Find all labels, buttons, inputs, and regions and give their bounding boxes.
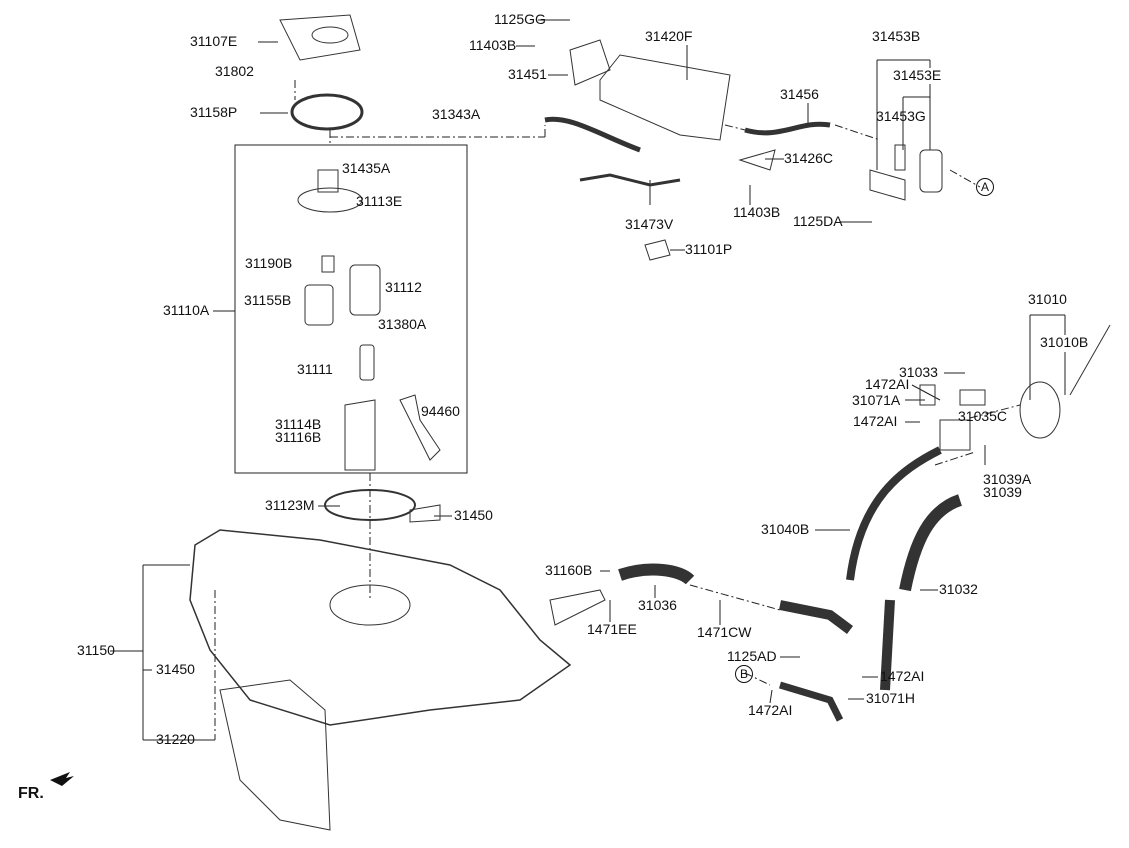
part-label-31380A: 31380A	[378, 316, 427, 332]
part-shapes	[189, 14, 1111, 831]
part-label-31114B: 31114B	[275, 416, 322, 432]
part-label-31035C: 31035C	[958, 408, 1008, 424]
leader-lines	[110, 19, 1066, 741]
part-label-94460: 94460	[421, 403, 460, 419]
part-label-1125DA: 1125DA	[793, 213, 843, 229]
part-label-31036: 31036	[638, 597, 677, 613]
part-label-31451: 31451	[508, 66, 547, 82]
part-label-31190B: 31190B	[245, 255, 293, 271]
part-label-31456: 31456	[780, 86, 819, 102]
part-label-31112: 31112	[385, 279, 422, 295]
part-label-31113E: 31113E	[356, 193, 403, 209]
part-label-1472AI: 1472AI	[880, 668, 925, 684]
part-label-31343A: 31343A	[432, 106, 481, 122]
front-direction-label: FR.	[18, 785, 44, 802]
part-label-31111: 31111	[297, 361, 333, 377]
pump-assembly-box	[234, 144, 468, 474]
part-label-31110A: 31110A	[163, 302, 210, 318]
part-label-1125GG: 1125GG	[494, 11, 546, 27]
part-label-31032: 31032	[939, 581, 978, 597]
part-label-31426C: 31426C	[784, 150, 834, 166]
fuel-tank-shape	[189, 529, 572, 726]
part-label-31107E: 31107E	[190, 33, 238, 49]
part-label-31155B: 31155B	[244, 292, 292, 308]
heat-shield-shape	[219, 679, 331, 831]
part-label-31039: 31039	[983, 484, 1022, 500]
part-label-31150: 31150	[77, 642, 115, 658]
part-label-11403B: 11403B	[469, 37, 517, 53]
canister-shape	[599, 54, 731, 141]
part-label-31123M: 31123M	[265, 497, 315, 513]
part-label-31453E: 31453E	[893, 67, 942, 83]
part-label-31039A: 31039A	[983, 471, 1032, 487]
part-label-31158P: 31158P	[190, 104, 238, 120]
part-label-31453B: 31453B	[872, 28, 921, 44]
part-label-31420F: 31420F	[645, 28, 693, 44]
part-label-31101P: 31101P	[685, 241, 733, 257]
part-label-11403B: 11403B	[733, 204, 781, 220]
part-label-31071H: 31071H	[866, 690, 916, 706]
part-label-1472AI: 1472AI	[853, 413, 898, 429]
callout-a: A	[976, 178, 994, 196]
part-label-31116B: 31116B	[275, 429, 322, 445]
part-label-1471CW: 1471CW	[697, 624, 752, 640]
part-label-31435A: 31435A	[342, 160, 391, 176]
part-label-1472AI: 1472AI	[865, 376, 910, 392]
part-label-31453G: 31453G	[876, 108, 926, 124]
front-arrow-icon	[50, 772, 74, 786]
part-label-31010: 31010	[1028, 291, 1067, 307]
cover-plate-shape	[279, 14, 361, 61]
part-label-31010B: 31010B	[1040, 334, 1089, 350]
callout-b: B	[735, 665, 753, 683]
part-label-1125AD: 1125AD	[727, 648, 777, 664]
part-label-31071A: 31071A	[852, 392, 901, 408]
part-label-1472AI: 1472AI	[748, 702, 793, 718]
part-label-31220: 31220	[156, 731, 195, 747]
part-label-31473V: 31473V	[625, 216, 674, 232]
dash-lines	[214, 80, 1021, 740]
part-label-1471EE: 1471EE	[587, 621, 637, 637]
part-label-31160B: 31160B	[545, 562, 593, 578]
part-label-31040B: 31040B	[761, 521, 810, 537]
part-label-31033: 31033	[899, 364, 938, 380]
part-label-31450: 31450	[156, 661, 195, 677]
part-label-31802: 31802	[215, 63, 254, 79]
part-label-31450: 31450	[454, 507, 493, 523]
